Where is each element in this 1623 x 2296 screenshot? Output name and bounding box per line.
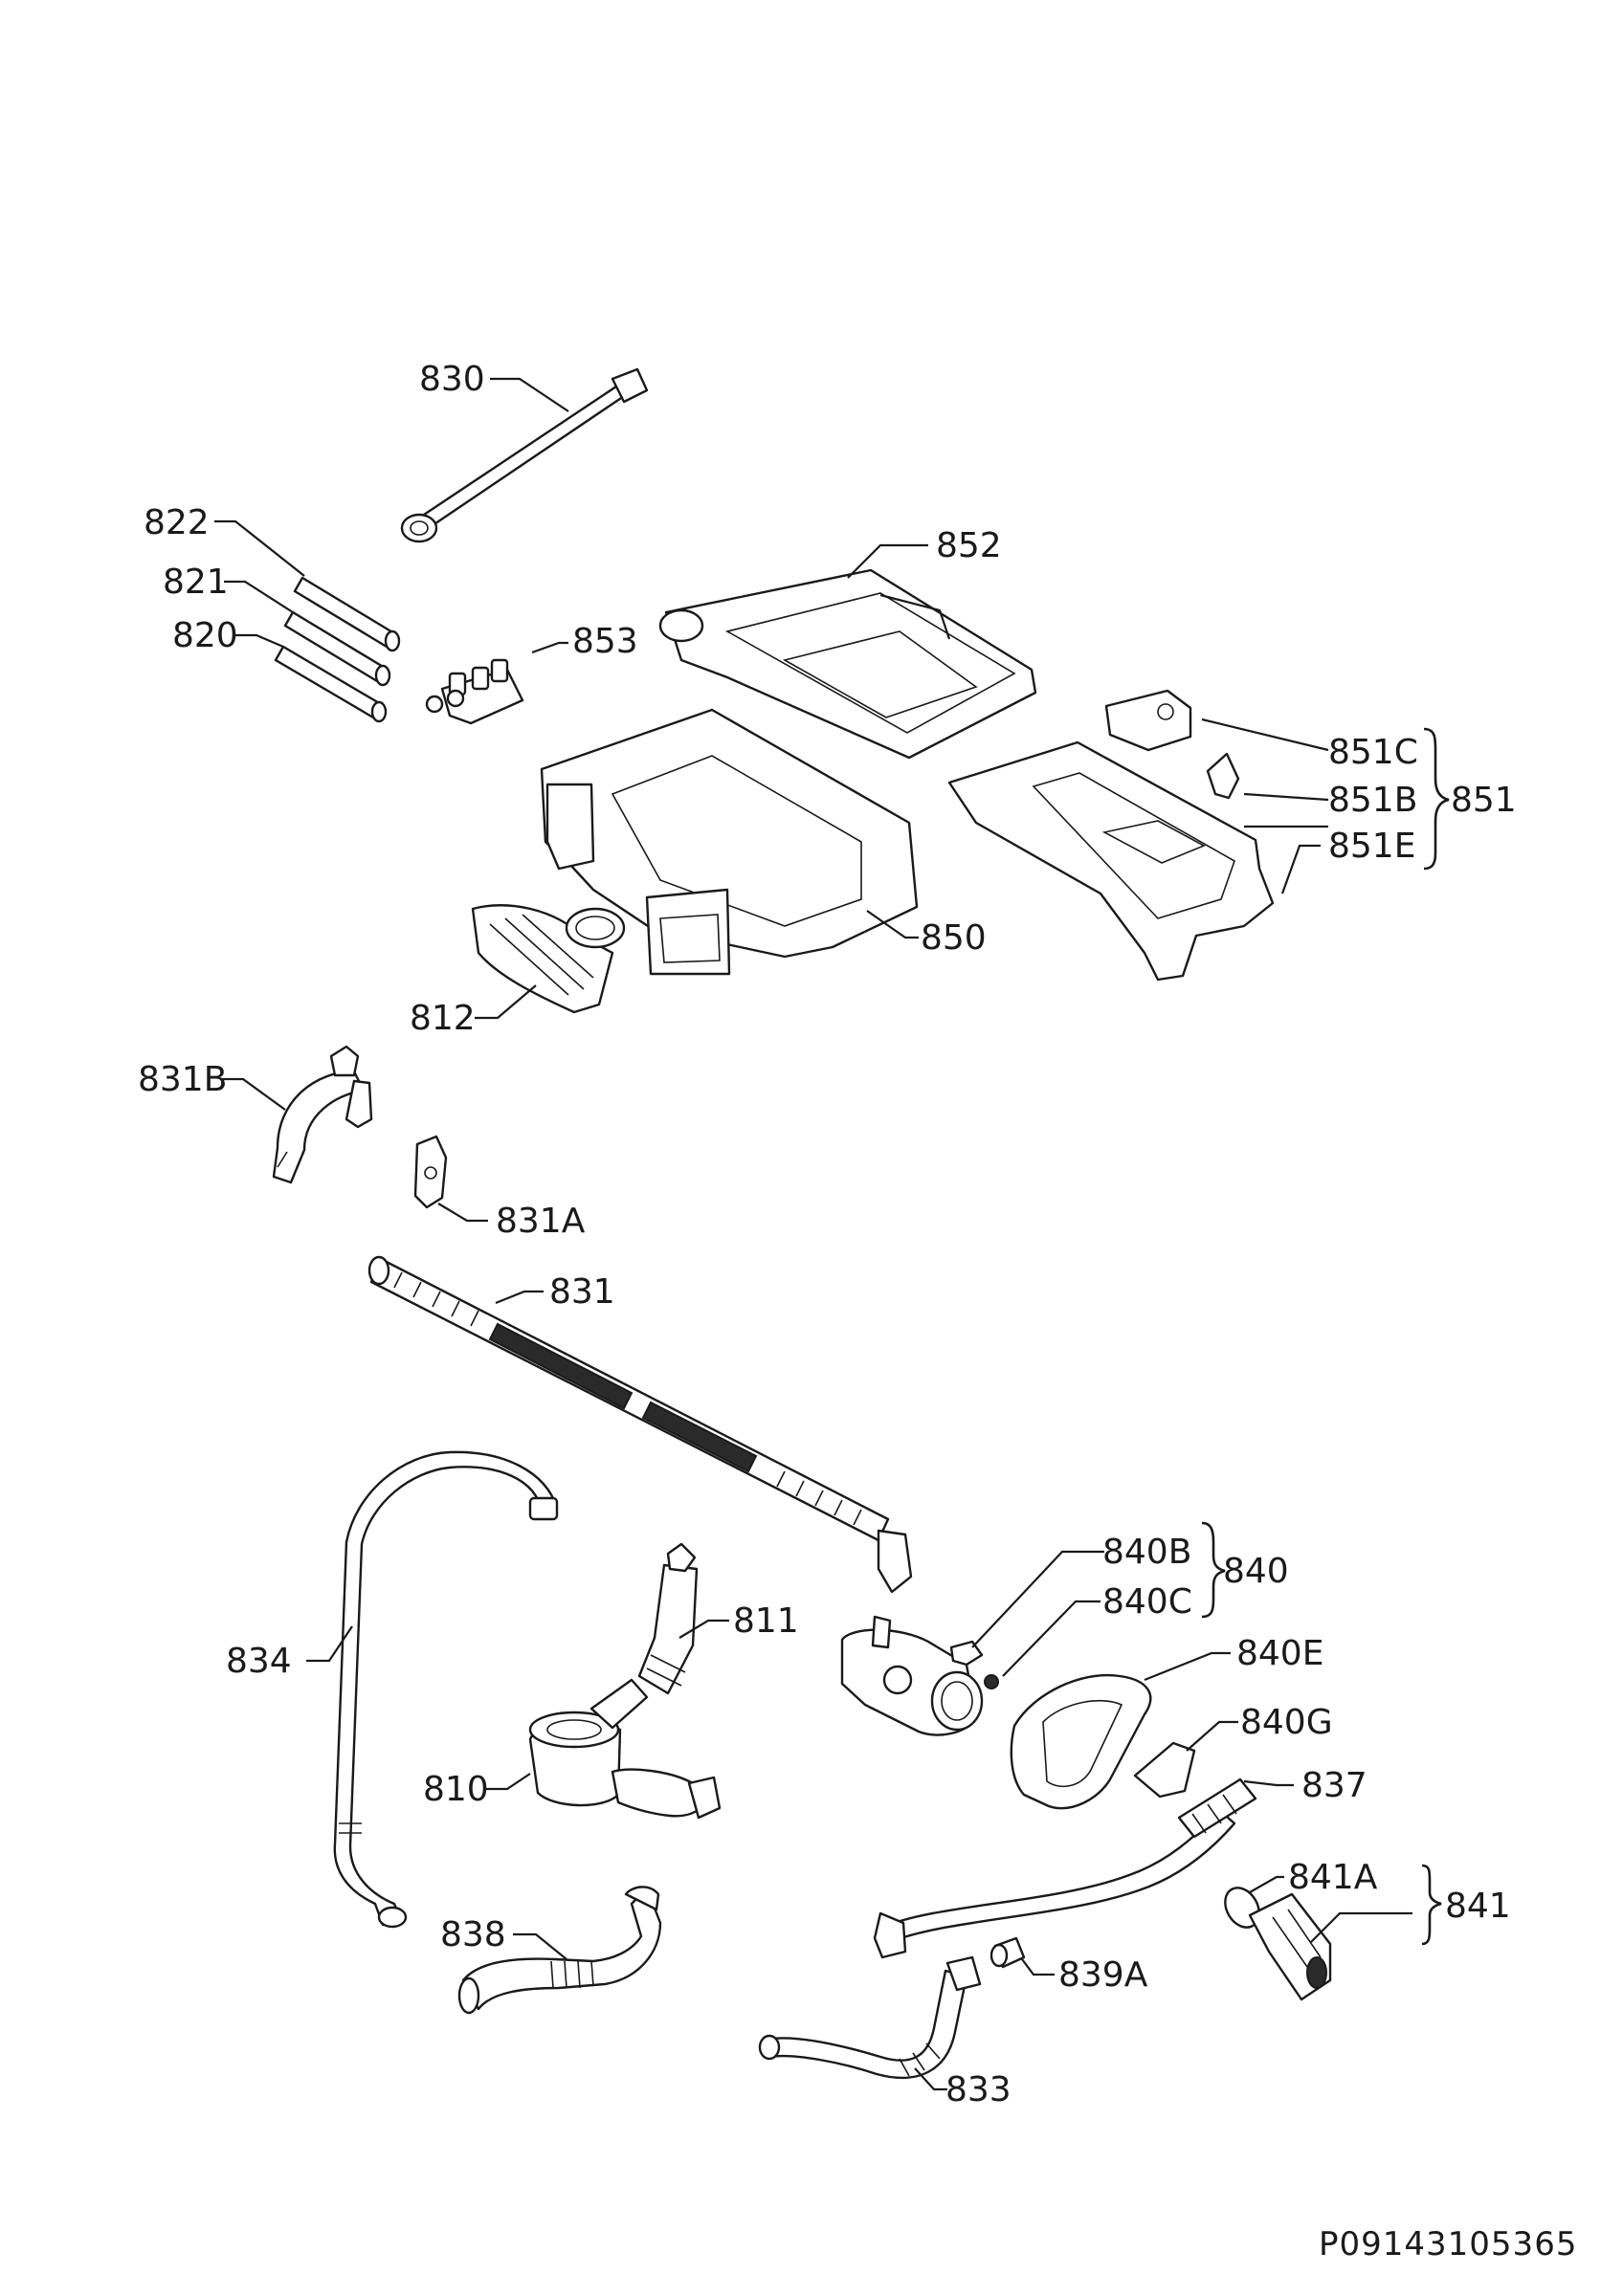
part-853-solenoid-valve[interactable] — [425, 658, 524, 725]
label-831: 831 — [549, 1272, 615, 1312]
part-831-drain-hose[interactable] — [367, 1255, 913, 1594]
part-850-dispenser-housing[interactable] — [540, 708, 919, 976]
label-821: 821 — [163, 563, 229, 602]
label-811: 811 — [733, 1601, 799, 1641]
label-841A: 841A — [1288, 1858, 1378, 1897]
document-id: P09143105365 — [1319, 2225, 1578, 2263]
label-851B: 851B — [1328, 781, 1417, 820]
label-840G: 840G — [1240, 1703, 1333, 1742]
part-820-tube[interactable] — [274, 645, 388, 723]
part-851E-drawer[interactable] — [947, 740, 1275, 982]
part-811-pressure-chamber[interactable] — [637, 1542, 699, 1695]
part-840-drain-pump[interactable] — [840, 1615, 984, 1736]
label-830: 830 — [419, 360, 485, 399]
label-840B: 840B — [1102, 1533, 1191, 1572]
part-841-drain-filter[interactable] — [1248, 1892, 1332, 2001]
label-840E: 840E — [1236, 1634, 1323, 1673]
part-831B-hose-guide[interactable] — [272, 1045, 373, 1184]
label-812: 812 — [410, 999, 476, 1038]
part-837-hose[interactable] — [873, 1777, 1257, 1959]
label-839A: 839A — [1058, 1955, 1148, 1995]
label-833: 833 — [945, 2070, 1012, 2109]
part-851C-drawer-insert[interactable] — [1104, 689, 1192, 752]
part-833-hose[interactable] — [758, 1955, 982, 2079]
part-851B-siphon[interactable] — [1206, 752, 1240, 800]
part-840E-filter-housing[interactable] — [1010, 1673, 1152, 1810]
label-831A: 831A — [496, 1202, 586, 1241]
part-840C-seal[interactable] — [984, 1674, 999, 1689]
part-822-tube[interactable] — [293, 576, 401, 652]
label-831B: 831B — [138, 1060, 227, 1099]
label-810: 810 — [423, 1770, 489, 1809]
label-851C: 851C — [1328, 733, 1418, 772]
part-810-sump[interactable] — [528, 1678, 722, 1820]
label-822: 822 — [144, 503, 210, 542]
label-838: 838 — [440, 1915, 506, 1954]
label-820: 820 — [172, 616, 238, 655]
label-851E: 851E — [1328, 827, 1415, 866]
label-850: 850 — [921, 918, 987, 958]
part-831A-clip[interactable] — [413, 1135, 448, 1209]
part-839A-fitting[interactable] — [989, 1936, 1026, 1969]
label-851: 851 — [1451, 781, 1517, 820]
part-840G-flap[interactable] — [1133, 1741, 1196, 1799]
label-840: 840 — [1223, 1552, 1289, 1591]
part-834-hose[interactable] — [333, 1450, 559, 1929]
label-853: 853 — [572, 622, 638, 661]
part-821-tube[interactable] — [283, 610, 391, 687]
label-840C: 840C — [1102, 1582, 1192, 1622]
part-852-dispenser-cover[interactable] — [658, 568, 1037, 760]
label-841: 841 — [1445, 1887, 1511, 1926]
label-837: 837 — [1301, 1766, 1367, 1805]
part-812-bellows-hose[interactable] — [471, 904, 626, 1014]
label-852: 852 — [936, 526, 1002, 565]
part-840B-pump-cover[interactable] — [949, 1640, 984, 1667]
label-834: 834 — [226, 1642, 292, 1681]
part-838-hose[interactable] — [457, 1886, 662, 2015]
part-830-inlet-hose[interactable] — [400, 367, 649, 543]
